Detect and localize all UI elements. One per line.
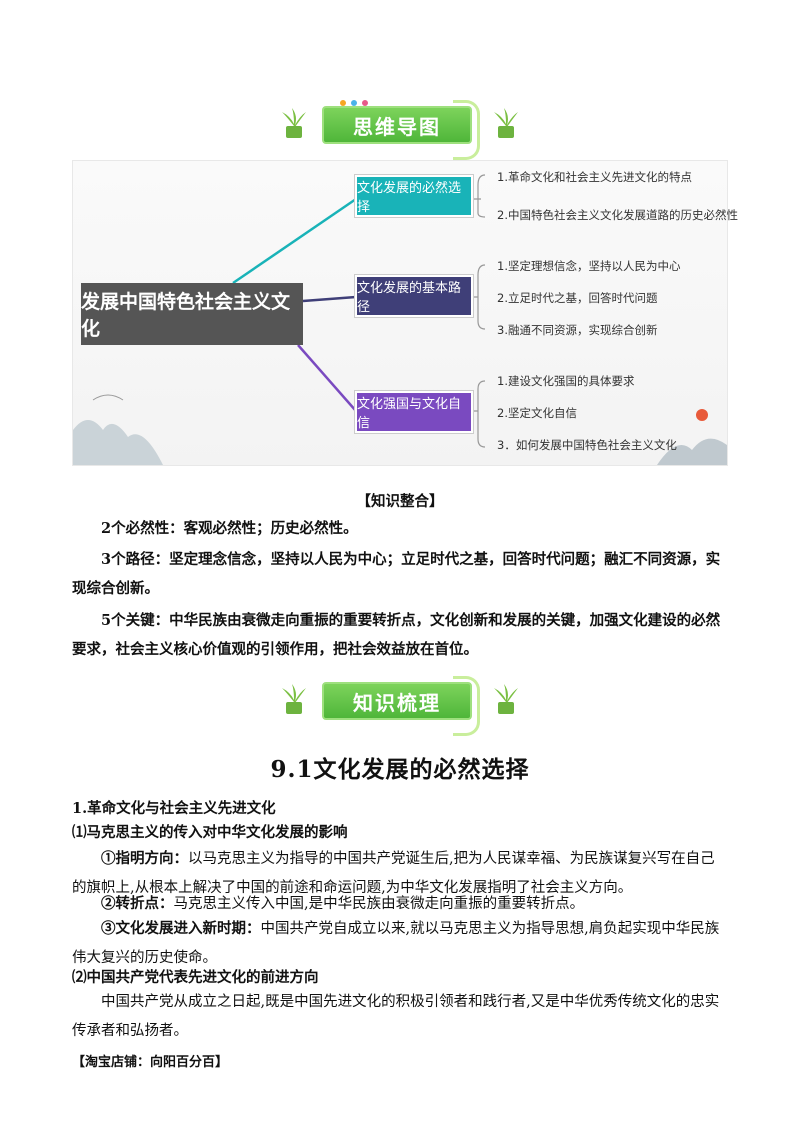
paragraph-label: ③文化发展进入新时期： bbox=[101, 920, 261, 937]
summary-line-1: 2个必然性：客观必然性；历史必然性。 bbox=[101, 520, 358, 537]
plant-icon bbox=[282, 684, 306, 714]
leaf: 2.立足时代之基，回答时代问题 bbox=[497, 291, 658, 305]
branch-necessary-choice: 文化发展的必然选择 bbox=[355, 175, 473, 217]
banner-title: 知识梳理 bbox=[322, 676, 480, 736]
leaf: 2.中国特色社会主义文化发展道路的历史必然性 bbox=[497, 208, 738, 222]
heading-1: 1.革命文化与社会主义先进文化 bbox=[72, 800, 276, 817]
paragraph-party: 中国共产党从成立之日起,既是中国先进文化的积极引领者和践行者,又是中华优秀传统文… bbox=[72, 994, 720, 1039]
paragraph-text: 马克思主义传入中国,是中华民族由衰微走向重振的重要转折点。 bbox=[173, 896, 585, 912]
plant-icon bbox=[494, 108, 518, 138]
ink-mountain-icon bbox=[73, 394, 163, 465]
banner-title: 思维导图 bbox=[322, 100, 480, 160]
paragraph-direction: ①指明方向：以马克思主义为指导的中国共产党诞生后,把为人民谋幸福、为民族谋复兴写… bbox=[72, 844, 728, 903]
paragraph-label: ②转折点： bbox=[101, 895, 174, 912]
summary-title: 【知识整合】 bbox=[356, 493, 444, 510]
paragraph-new-period: ③文化发展进入新时期：中国共产党自成立以来,就以马克思主义为指导思想,肩负起实现… bbox=[72, 914, 728, 973]
leaf: 3．如何发展中国特色社会主义文化 bbox=[497, 438, 677, 452]
ink-mountain-icon bbox=[657, 409, 727, 465]
branch-cultural-confidence: 文化强国与文化自信 bbox=[355, 391, 473, 433]
leaf: 1.建设文化强国的具体要求 bbox=[497, 374, 635, 388]
summary-line-2: 3个路径：坚定理念信念，坚持以人民为中心；立足时代之基，回答时代问题；融汇不同资… bbox=[72, 551, 721, 597]
heading-2: ⑴马克思主义的传入对中华文化发展的影响 bbox=[72, 824, 348, 841]
plant-icon bbox=[282, 108, 306, 138]
paragraph-text: 中国共产党自成立以来,就以马克思主义为指导思想,肩负起实现中华民族伟大复兴的历史… bbox=[72, 921, 720, 966]
mindmap-banner: 思维导图 bbox=[280, 100, 520, 160]
leaf: 1.革命文化和社会主义先进文化的特点 bbox=[497, 170, 692, 184]
paragraph-turning-point: ②转折点：马克思主义传入中国,是中华民族由衰微走向重振的重要转折点。 bbox=[72, 889, 728, 919]
leaf: 2.坚定文化自信 bbox=[497, 406, 577, 420]
paragraph-text: 以马克思主义为指导的中国共产党诞生后,把为人民谋幸福、为民族谋复兴写在自己的旗帜… bbox=[72, 851, 715, 896]
heading-3: ⑵中国共产党代表先进文化的前进方向 bbox=[72, 969, 319, 986]
leaf: 1.坚定理想信念，坚持以人民为中心 bbox=[497, 259, 681, 273]
mind-map: 发展中国特色社会主义文化 文化发展的必然选择 1.革命文化和社会主义先进文化的特… bbox=[72, 160, 738, 466]
branch-basic-path: 文化发展的基本路径 bbox=[355, 275, 473, 317]
plant-icon bbox=[494, 684, 518, 714]
paragraph-label: ①指明方向： bbox=[101, 850, 188, 867]
section-title: 9.1文化发展的必然选择 bbox=[270, 756, 530, 783]
knowledge-banner: 知识梳理 bbox=[280, 676, 520, 736]
mind-map-root: 发展中国特色社会主义文化 bbox=[81, 283, 303, 345]
summary-line-3: 5个关键：中华民族由衰微走向重振的重要转折点，文化创新和发展的关键，加强文化建设… bbox=[72, 612, 721, 658]
mind-map-connectors bbox=[232, 174, 486, 448]
footer-shop: 【淘宝店铺：向阳百分百】 bbox=[72, 1055, 229, 1070]
leaf: 3.融通不同资源，实现综合创新 bbox=[497, 323, 658, 337]
